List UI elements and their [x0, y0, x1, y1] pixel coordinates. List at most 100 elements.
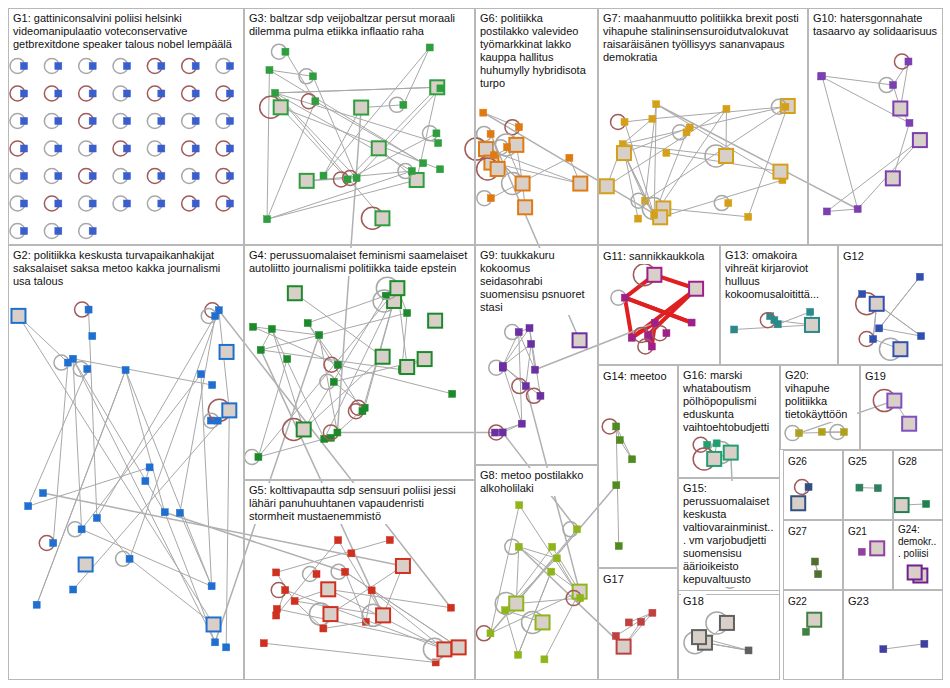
vertex-icon: [918, 333, 925, 340]
edge-line: [821, 76, 909, 122]
vertex-icon: [437, 642, 451, 656]
vertex-icon: [192, 200, 199, 207]
vertex-icon: [158, 145, 165, 152]
vertex-icon: [192, 90, 199, 97]
vertex-icon: [447, 604, 454, 611]
vertex-icon: [21, 90, 28, 97]
edge-line: [28, 467, 149, 506]
edge-line: [295, 293, 383, 356]
vertex-icon: [313, 571, 320, 578]
vertex-icon: [805, 318, 819, 332]
vertex-icon: [518, 420, 525, 427]
edge-line: [304, 357, 383, 430]
vertex-icon: [688, 319, 695, 326]
vertex-icon: [649, 115, 656, 122]
edge-line: [89, 310, 97, 518]
vertex-icon: [502, 607, 509, 614]
group-heading: G5: kolttivapautta sdp sensuuri poliisi …: [247, 483, 472, 524]
vertex-icon: [617, 146, 631, 160]
vertex-icon: [320, 625, 327, 632]
vertex-icon: [321, 582, 335, 596]
vertex-icon: [613, 423, 620, 430]
vertex-icon: [487, 195, 494, 202]
vertex-icon: [124, 63, 131, 70]
edge-line: [18, 316, 213, 625]
vertex-icon: [40, 490, 47, 497]
vertex-icon: [807, 613, 821, 627]
group-heading: G9: tuukkakuru kokoomus seidasohrabi suo…: [478, 248, 595, 315]
edge-line: [645, 104, 656, 201]
edge-line: [313, 76, 357, 178]
vertex-icon: [522, 383, 529, 390]
edge-line: [491, 163, 580, 184]
group-box: G24: demokr... poliisi: [893, 520, 943, 590]
group-heading: G18: [681, 594, 706, 609]
vertex-icon: [653, 101, 660, 108]
vertex-icon: [745, 647, 752, 654]
edge-line: [625, 119, 653, 122]
vertex-icon: [284, 355, 291, 362]
vertex-icon: [222, 403, 236, 417]
vertex-icon: [158, 90, 165, 97]
vertex-icon: [192, 63, 199, 70]
vertex-icon: [359, 408, 366, 415]
vertex-icon: [566, 154, 573, 161]
vertex-icon: [487, 130, 494, 137]
group-heading: G3: baltzar sdp veijobaltzar persut mora…: [247, 11, 472, 39]
vertex-icon: [528, 340, 535, 347]
vertex-icon: [428, 314, 442, 328]
vertex-icon: [649, 609, 656, 616]
vertex-icon: [487, 630, 494, 637]
vertex-icon: [368, 587, 375, 594]
edge-line: [73, 359, 215, 643]
vertex-icon: [342, 568, 349, 575]
edge-line: [625, 298, 692, 323]
group-heading: G26: [786, 455, 809, 469]
vertex-icon: [663, 330, 670, 337]
group-box: G16: marski whataboutism pölhöpopulismi …: [678, 365, 780, 478]
edge-line: [304, 296, 386, 430]
edge-line: [519, 332, 535, 370]
group-heading: G15: perussuomalaiset keskusta valtiovar…: [681, 481, 777, 587]
group-heading: G11: sannikkaukkola: [601, 249, 706, 264]
edge-line: [319, 335, 337, 432]
edge-line: [403, 47, 429, 104]
edge-line: [53, 363, 68, 543]
edge-line: [883, 644, 924, 649]
group-box: G22: [783, 590, 843, 680]
vertex-icon: [268, 326, 275, 333]
vertex-icon: [176, 509, 183, 516]
edge-line: [516, 598, 580, 603]
vertex-icon: [515, 543, 522, 550]
edge-line: [616, 426, 632, 459]
edge-line: [277, 609, 459, 647]
group-box: G9: tuukkakuru kokoomus seidasohrabi suo…: [475, 245, 598, 465]
group-box: G17: [598, 568, 678, 680]
edge-line: [623, 106, 788, 144]
vertex-icon: [255, 453, 262, 460]
vertex-icon: [376, 350, 390, 364]
vertex-icon: [504, 144, 511, 151]
edge-line: [858, 140, 920, 209]
vertex-icon: [266, 67, 273, 74]
vertex-icon: [492, 429, 499, 436]
edge-line: [345, 572, 459, 648]
group-heading: G7: maahanmuutto politiikka brexit posti…: [601, 11, 805, 65]
vertex-icon: [70, 586, 77, 593]
vertex-icon: [64, 359, 71, 366]
vertex-icon: [713, 440, 720, 447]
group-box: G4: perussuomalaiset feminismi saamelais…: [244, 245, 475, 480]
vertex-icon: [84, 365, 91, 372]
vertex-icon: [916, 273, 923, 280]
vertex-icon: [913, 133, 927, 147]
vertex-icon: [304, 320, 311, 327]
edge-line: [491, 158, 570, 198]
vertex-icon: [707, 452, 721, 466]
vertex-icon: [33, 601, 40, 608]
group-box: G12: [838, 245, 943, 365]
vertex-icon: [515, 651, 522, 658]
vertex-icon: [437, 85, 444, 92]
edge-line: [505, 610, 518, 655]
vertex-icon: [516, 177, 530, 191]
edge-line: [624, 153, 654, 215]
